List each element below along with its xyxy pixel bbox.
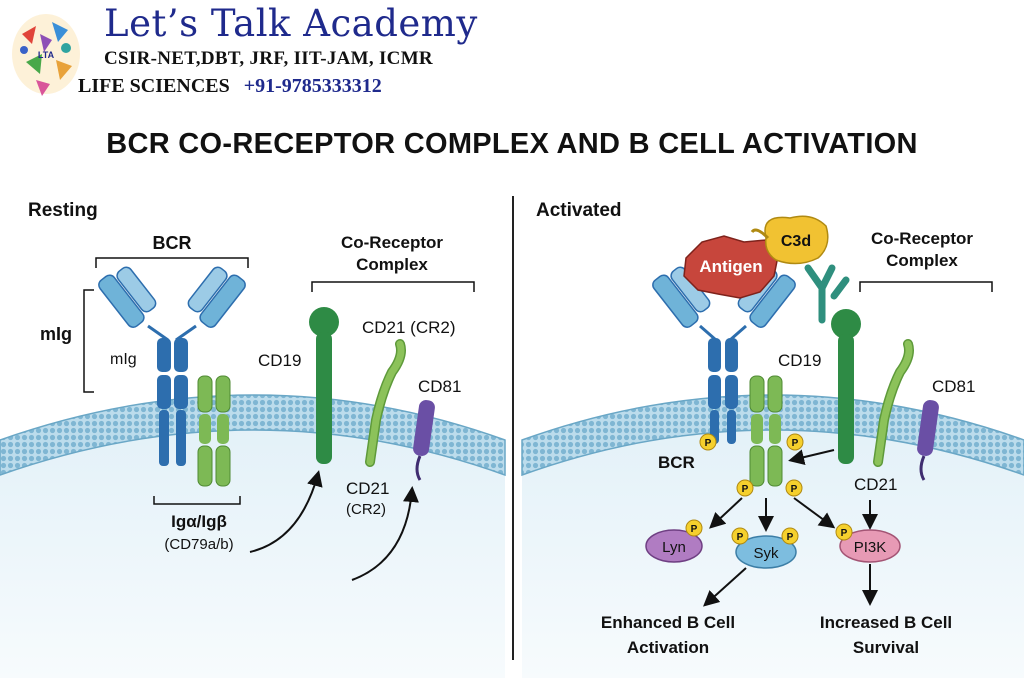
- activated-ig-alpha-beta: [749, 375, 783, 487]
- phospho-site: P: [736, 479, 754, 497]
- activated-cd21: [873, 339, 914, 467]
- academy-exams: CSIR-NET,DBT, JRF, IIT-JAM, ICMR: [104, 48, 433, 69]
- resting-panel: Resting BCR mIg mIg: [0, 200, 506, 678]
- academy-phone: +91-9785333312: [243, 75, 382, 97]
- academy-subject: LIFE SCIENCES: [78, 75, 230, 97]
- outcome-activation-line2: Activation: [627, 638, 709, 657]
- svg-text:P: P: [841, 528, 848, 539]
- activated-coreceptor-bracket: [859, 281, 993, 292]
- resting-ig-label: Igα/Igβ: [171, 512, 227, 531]
- resting-cd21-bottom-label: CD21: [346, 479, 389, 498]
- resting-arrow-2: [351, 486, 419, 581]
- syk-label: Syk: [753, 545, 779, 562]
- activated-coreceptor-label-2: Complex: [886, 251, 958, 270]
- resting-bcr-bracket: [95, 257, 249, 268]
- resting-cd19: [309, 307, 339, 464]
- academy-name: Let’s Talk Academy: [104, 2, 478, 45]
- svg-text:P: P: [737, 532, 744, 543]
- outcome-activation-line1: Enhanced B Cell: [601, 613, 735, 632]
- resting-bcr-label: BCR: [153, 233, 192, 253]
- activated-cd21-label: CD21: [854, 475, 897, 494]
- activated-cd81: [917, 400, 939, 481]
- phospho-site: P: [699, 433, 717, 451]
- resting-mig-side-label: mIg: [40, 324, 72, 344]
- svg-text:P: P: [791, 484, 798, 495]
- phospho-site: P: [786, 433, 804, 451]
- phospho-site: P: [785, 479, 803, 497]
- outcome-survival-line2: Survival: [853, 638, 919, 657]
- resting-mig-label: mIg: [110, 351, 137, 368]
- activated-panel: Activated Antigen: [521, 200, 1024, 678]
- resting-cd19-label: CD19: [258, 351, 301, 370]
- ig-to-lyn-arrow: [709, 497, 743, 529]
- academy-logo-icon: LTA: [12, 14, 80, 96]
- academy-header: LTA Let’s Talk Academy CSIR-NET,DBT, JRF…: [0, 0, 1024, 110]
- resting-cd81: [413, 400, 435, 481]
- cd19-to-ig-arrow: [788, 449, 835, 466]
- svg-text:P: P: [787, 532, 794, 543]
- svg-text:LTA: LTA: [38, 50, 55, 60]
- svg-text:P: P: [691, 524, 698, 535]
- resting-cr2-label: (CR2): [346, 501, 386, 518]
- svg-text:P: P: [742, 484, 749, 495]
- resting-panel-label: Resting: [28, 200, 98, 221]
- resting-mig-bracket: [83, 289, 94, 393]
- activated-coreceptor-label-1: Co-Receptor: [871, 229, 973, 248]
- activated-mig-antibody: [652, 266, 796, 444]
- resting-coreceptor-label-2: Complex: [356, 255, 428, 274]
- resting-ig-bracket: [153, 496, 241, 505]
- outcome-survival-line1: Increased B Cell: [820, 613, 952, 632]
- resting-cd21-top-label: CD21 (CR2): [362, 318, 456, 337]
- lyn-label: Lyn: [662, 539, 686, 556]
- resting-cd21: [365, 339, 406, 467]
- syk-kinase: Syk P P: [731, 527, 799, 569]
- resting-arrow-1: [249, 470, 323, 553]
- resting-ig-alpha-beta: [197, 375, 231, 487]
- resting-coreceptor-label-1: Co-Receptor: [341, 233, 443, 252]
- pi3k-label: PI3K: [854, 539, 887, 556]
- phospho-sites: P P P P: [699, 433, 804, 497]
- activated-cd81-label: CD81: [932, 377, 975, 396]
- syk-to-outcome-arrow: [703, 567, 747, 607]
- c3d: C3d: [750, 215, 829, 265]
- svg-text:P: P: [705, 438, 712, 449]
- activated-bcr-label: BCR: [658, 453, 695, 472]
- resting-coreceptor-bracket: [311, 281, 475, 292]
- lyn-kinase: Lyn P: [645, 519, 703, 563]
- c3d-label: C3d: [781, 233, 811, 250]
- svg-text:P: P: [792, 438, 799, 449]
- page-title: BCR CO-RECEPTOR COMPLEX AND B CELL ACTIV…: [106, 128, 918, 160]
- resting-mig-antibody: [98, 266, 246, 466]
- activated-cd21-head: [804, 264, 850, 324]
- resting-cd81-label: CD81: [418, 377, 461, 396]
- antigen: Antigen: [683, 235, 779, 299]
- pi3k-kinase: PI3K P: [835, 523, 901, 563]
- resting-cd79-label: (CD79a/b): [164, 536, 233, 553]
- ig-to-pi3k-arrow: [793, 497, 836, 529]
- activated-cd19: [831, 309, 861, 464]
- activated-panel-label: Activated: [536, 200, 622, 221]
- antigen-label: Antigen: [699, 257, 762, 276]
- activated-cd19-label: CD19: [778, 351, 821, 370]
- academy-subject-line: LIFE SCIENCES +91-9785333312: [78, 75, 382, 98]
- activated-membrane: [521, 394, 1024, 477]
